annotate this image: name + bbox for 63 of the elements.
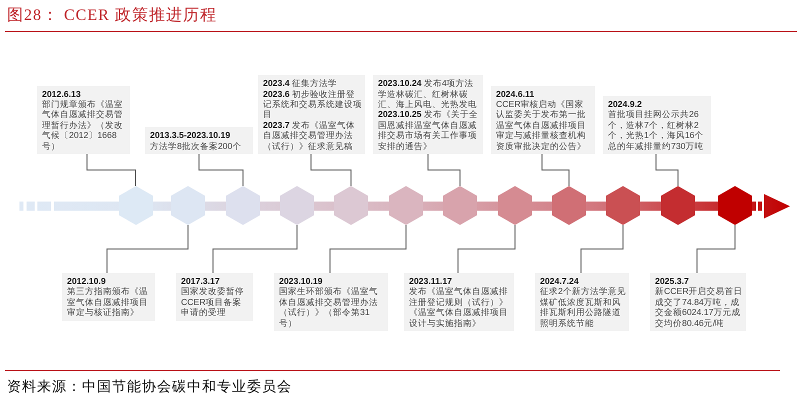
callout-box xyxy=(258,75,365,154)
date-label: 2025.3.7 xyxy=(655,276,689,286)
callout-text: 2023.4 征集方法学 xyxy=(263,78,337,89)
leader-line xyxy=(580,224,624,274)
callout-text: 第三方指南颁布《温室气体自愿减排项目审定与核证指南》 xyxy=(67,286,149,318)
callout-box xyxy=(404,273,514,332)
callout-text: 新CCER开启交易首日成交了74.84万吨，成交金额6024.17万元成交均价80.46元/吨 xyxy=(655,286,743,328)
callout-box xyxy=(62,273,155,321)
hexagon-marker xyxy=(280,186,314,225)
leader-line xyxy=(428,154,460,186)
leader-line xyxy=(212,224,298,274)
hexagon-marker xyxy=(552,186,586,225)
date-label: 2012.10.9 xyxy=(67,276,106,286)
date-label: 2017.3.17 xyxy=(181,276,220,286)
callout-text: 征求2个新方法学意见煤矿低浓度瓦斯和风排瓦斯利用公路隧道照明系统节能 xyxy=(540,286,626,328)
hexagon-marker xyxy=(606,186,640,225)
callout-text: 2023.10.25 发布《关于全国恩减排温室气体自愿减排交易市场有关工作事项安排的通告》 xyxy=(378,109,479,151)
callout-box xyxy=(373,75,483,154)
hexagon-marker xyxy=(498,186,532,225)
leader-line xyxy=(330,224,406,274)
callout-box xyxy=(176,273,253,321)
leader-line xyxy=(656,154,678,186)
callout-text: 2023.10.24 发布4项方法学造林碳汇、红树林碳汇、海上风电、光热发电 xyxy=(378,78,478,110)
callout-box xyxy=(650,273,746,332)
leader-line xyxy=(696,224,736,274)
figure-title: 图28： CCER 政策推进历程 xyxy=(7,6,217,25)
date-label: 2013.3.5-2023.10.19 xyxy=(150,130,230,141)
hexagon-marker xyxy=(171,186,205,225)
source-note: 资料来源：中国节能协会碳中和专业委员会 xyxy=(7,379,292,396)
callout-text: CCER审核启动《国家认监委关于发布第一批温室气体自愿减排项目审定与减排量核查机构资质审批决定的公告》 xyxy=(496,98,587,151)
date-label: 2024.6.11 xyxy=(496,88,534,99)
callout-text: 方法学8批次备案200个 xyxy=(150,140,242,151)
callout-text: 首批项目挂网公示共26个，造林7个，红树林2个，光热1个，海风16个总的年减排量约730万吨 xyxy=(608,109,704,151)
leader-line xyxy=(310,154,352,186)
callout-box xyxy=(603,96,711,154)
date-label: 2024.7.24 xyxy=(540,276,579,286)
callout-text: 2023.7 发布《温室气体自愿减排交易管理办法（试行）》征求意见稿 xyxy=(263,120,356,151)
hexagon-marker xyxy=(718,186,752,225)
leader-line xyxy=(86,154,136,186)
hexagon-marker xyxy=(334,186,368,225)
date-label: 2012.6.13 xyxy=(42,88,81,99)
date-label: 2023.10.19 xyxy=(279,276,322,286)
leader-line xyxy=(198,154,244,186)
callout-box xyxy=(274,273,388,332)
date-label: 2024.9.2 xyxy=(608,98,642,110)
date-label: 2023.11.17 xyxy=(409,276,452,286)
hexagon-marker xyxy=(661,186,695,225)
callout-box xyxy=(37,86,130,154)
hexagon-marker xyxy=(443,186,477,225)
hexagon-marker xyxy=(118,186,152,225)
callout-text: 国家发改委暂停CCER项目备案申请的受理 xyxy=(181,286,245,318)
callout-text: 2023.6 初步验收注册登记系统和交易系统建设项目 xyxy=(263,88,362,120)
hexagon-marker xyxy=(389,186,423,225)
callout-text: 国家生环部颁布《温室气体自愿减排交易管理办法（试行）》（部令第31号） xyxy=(279,286,379,328)
callout-box xyxy=(145,127,253,154)
hexagon-marker xyxy=(226,186,260,225)
leader-line xyxy=(458,224,516,274)
leader-line xyxy=(106,224,188,274)
callout-text: 部门规章颁布《温室气体自愿减排交易管理暂行办法》（发改气候〔2012〕1668号） xyxy=(42,98,124,151)
callout-box xyxy=(491,86,595,154)
callout-box xyxy=(535,273,629,332)
leader-line xyxy=(542,154,570,186)
callout-text: 发布《温室气体自愿减排注册登记规则（试行）》《温室气体自愿减排项目设计与实施指南》 xyxy=(409,286,509,328)
